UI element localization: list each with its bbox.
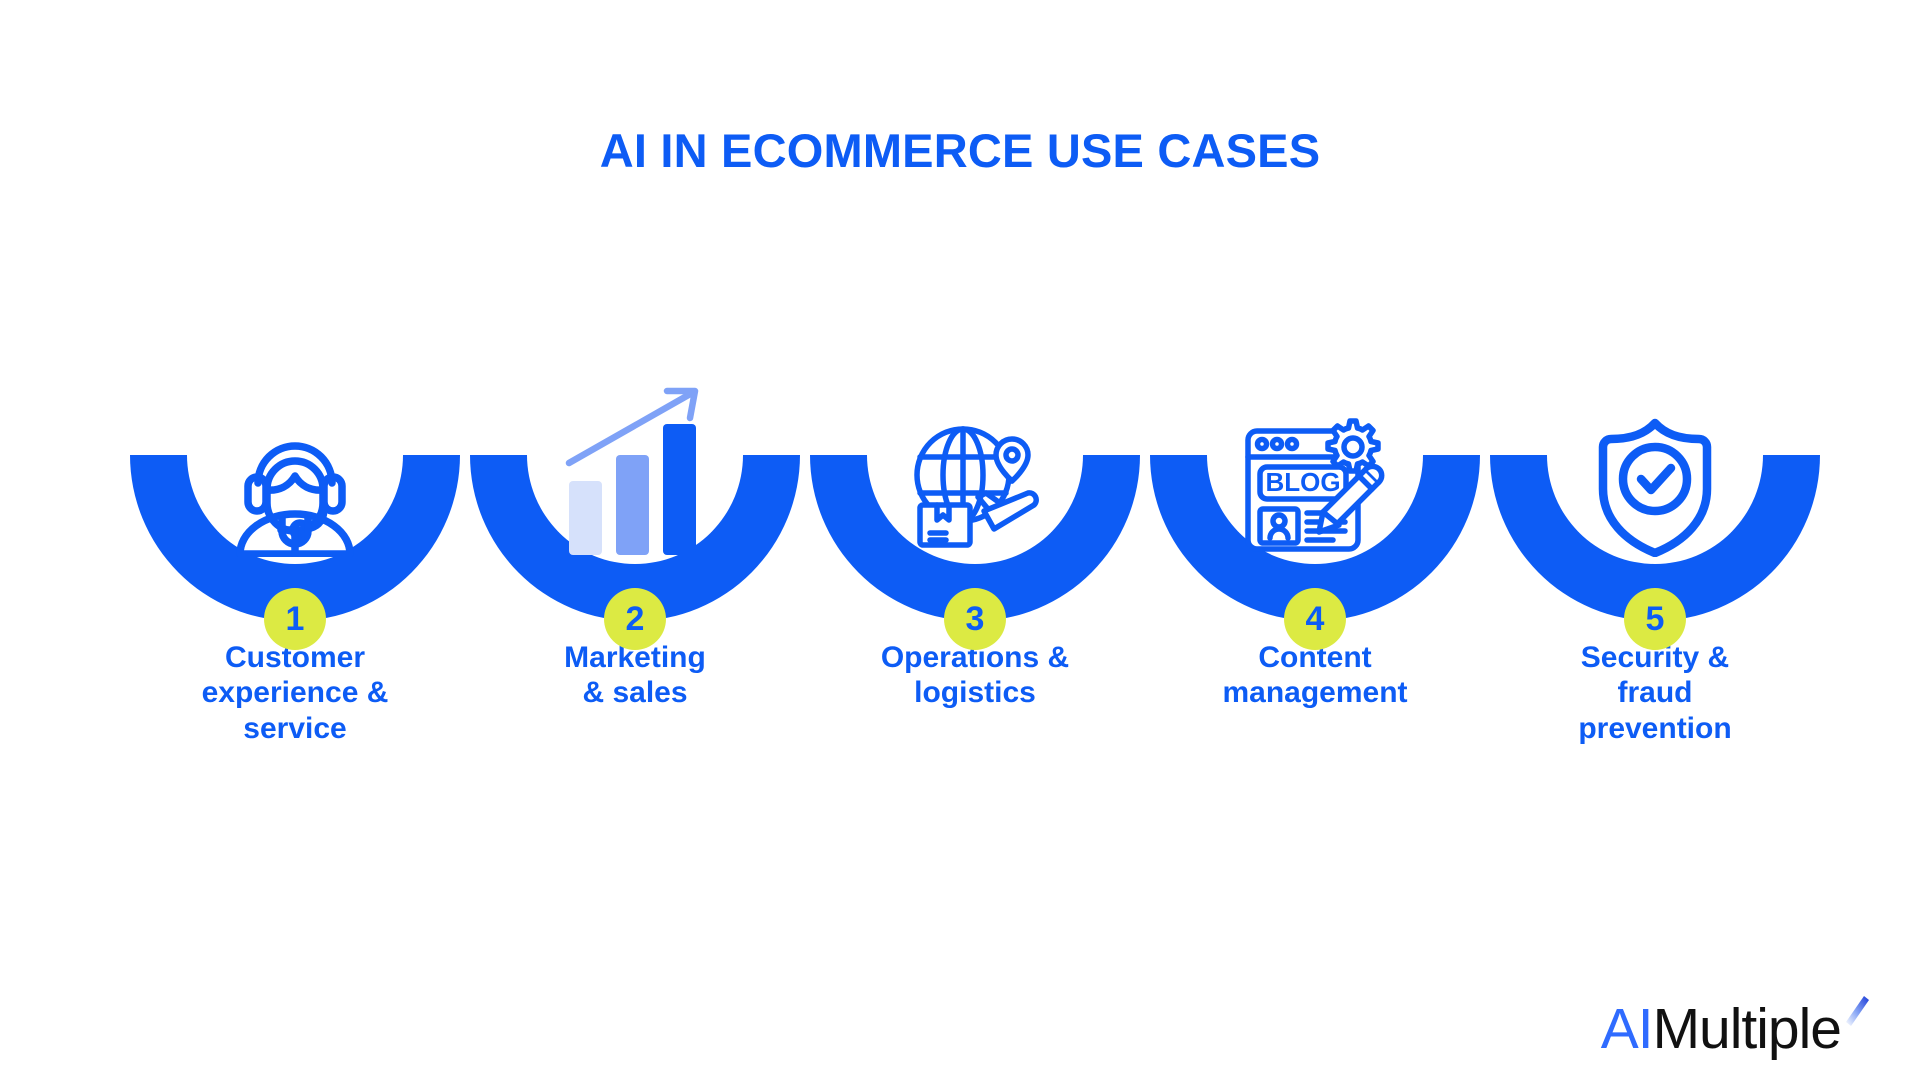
step-label-row: Customer experience & service Marketing … [130, 640, 1820, 746]
blog-page-editor-icon: BLOG [1235, 407, 1395, 557]
step-4-number-badge: 4 [1284, 588, 1346, 650]
step-1-arc-cell: 1 [130, 442, 460, 675]
logo-ai-text: AI [1600, 997, 1654, 1061]
step-5-arc-cell: 5 [1490, 418, 1820, 675]
step-3-number-badge: 3 [944, 588, 1006, 650]
step-4-label: Content management [1222, 641, 1408, 710]
step-3-arc-cell: 3 [810, 426, 1140, 675]
logo-multiple-text: Multiple [1652, 997, 1842, 1061]
step-2-number-badge: 2 [604, 588, 666, 650]
step-4-arc-cell: BLOG [1150, 418, 1480, 675]
logo-wordmark: AIMultiple [1601, 1001, 1842, 1058]
shield-check-icon [1575, 407, 1735, 557]
globe-logistics-icon [895, 407, 1055, 557]
step-arc-row: 1 2 [130, 387, 1820, 675]
step-2-label: Marketing & sales [564, 641, 706, 710]
customer-support-headset-icon [215, 407, 375, 557]
step-2-arc-cell: 2 [470, 387, 800, 675]
step-5-label: Security & fraud prevention [1578, 641, 1732, 745]
page-title: AI IN ECOMMERCE USE CASES [599, 124, 1321, 177]
step-5-number-badge: 5 [1624, 588, 1686, 650]
svg-text:BLOG: BLOG [1265, 467, 1340, 497]
step-1-number-badge: 1 [264, 588, 326, 650]
growth-bar-chart-icon [555, 387, 715, 557]
step-3-label: Operations & logistics [880, 641, 1070, 710]
logo-swoosh-icon [1846, 996, 1869, 1026]
aimultiple-logo: AIMultiple [1601, 982, 1872, 1058]
step-1-label: Customer experience & service [201, 641, 389, 745]
